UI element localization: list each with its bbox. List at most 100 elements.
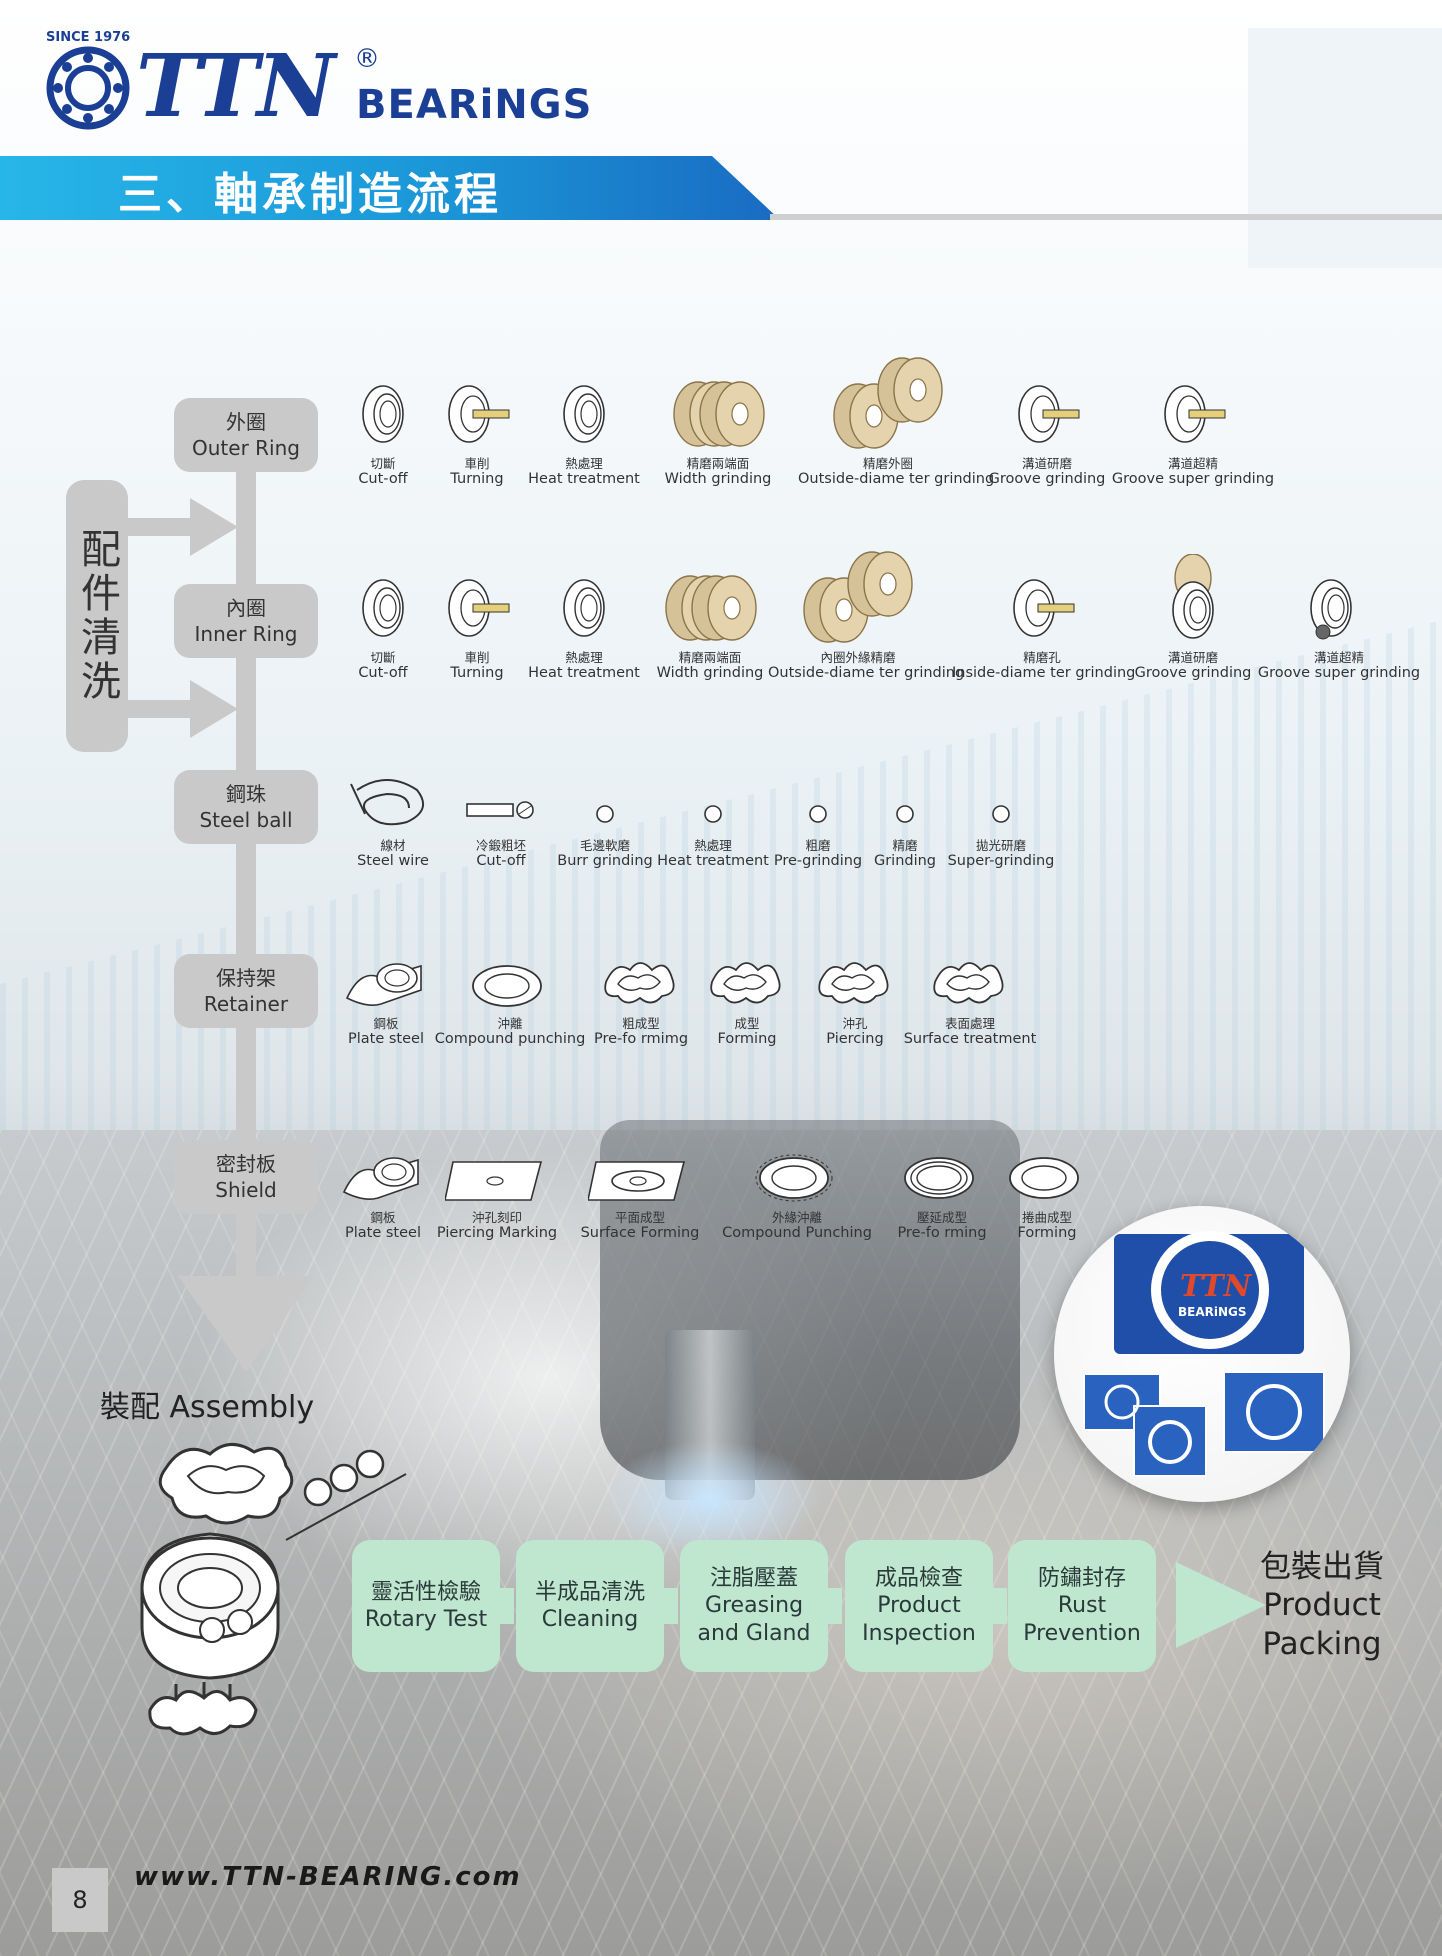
- category-inner-ring: 內圈 Inner Ring: [174, 584, 318, 658]
- shield-step-forming: 捲曲成型 Forming: [957, 1124, 1137, 1242]
- process-cn: 成品檢查: [874, 1565, 963, 1591]
- step-en: Width grinding: [656, 665, 764, 681]
- step-en: Surface Forming: [580, 1225, 700, 1241]
- step-cn: 溝道超精: [1167, 456, 1218, 471]
- step-en: Burr grinding: [557, 853, 653, 869]
- inner-step-cut-off: 切斷 Cut-off: [293, 564, 473, 682]
- step-cn: 車削: [464, 650, 490, 665]
- brand-logo: SINCE 1976 TTN ® BEARiNGS: [46, 30, 606, 137]
- assembly-label: 裝配 Assembly: [100, 1390, 315, 1425]
- category-en: Shield: [215, 1178, 277, 1202]
- page-number: 8: [52, 1868, 108, 1932]
- step-en: Piercing Marking: [436, 1225, 558, 1241]
- since-text: SINCE 1976: [46, 30, 131, 45]
- steel-ball-icon: [992, 805, 1010, 823]
- step-cn: 切斷: [370, 650, 396, 665]
- package-brand: TTN: [1180, 1269, 1253, 1304]
- step-cn: 溝道研磨: [1167, 650, 1218, 665]
- category-cn: 外圈: [226, 410, 266, 434]
- outer-step-groove-grinding: 溝道研磨 Groove grinding: [957, 370, 1137, 488]
- shield-step-compound-punching: 外緣沖離 Compound Punching: [707, 1124, 887, 1242]
- process-en: Rotary Test: [364, 1607, 488, 1632]
- step-cn: 鋼板: [373, 1016, 399, 1031]
- category-en: Retainer: [203, 992, 289, 1016]
- steel-ball-icon: [596, 805, 614, 823]
- shield-step-pre-forming: 壓延成型 Pre-fo rming: [852, 1124, 1032, 1242]
- step-en: Groove super grinding: [1111, 471, 1275, 487]
- grinding-stone-icon: [833, 357, 943, 449]
- parts-cleaning-label: 配件清洗: [66, 480, 128, 752]
- step-cn: 壓延成型: [916, 1210, 967, 1225]
- inner-step-heat-treatment: 熱處理 Heat treatment: [494, 564, 674, 682]
- step-en: Outside-diame ter grinding: [798, 471, 995, 487]
- section-title-bar: [0, 156, 780, 220]
- groove-tool-icon: [1310, 579, 1352, 640]
- category-en: Outer Ring: [192, 436, 300, 460]
- step-cn: 毛邊軟磨: [579, 838, 630, 853]
- shield-icon: [904, 1157, 974, 1199]
- step-cn: 內圈外緣精磨: [820, 650, 896, 665]
- step-en: Inside-diame ter grinding: [952, 665, 1136, 681]
- groove-tool-icon: [1164, 385, 1226, 443]
- grinding-stone-icon: [673, 381, 765, 447]
- step-en: Grinding: [873, 853, 937, 869]
- process-en: Greasing: [704, 1593, 804, 1619]
- outer-step-groove-super: 溝道超精 Groove super grinding: [1103, 370, 1283, 488]
- right-arrow-icon: [128, 680, 238, 738]
- retainer-step-plate-steel: 鋼板 Plate steel: [296, 930, 476, 1048]
- ball-step-steel-wire: 線材 Steel wire: [303, 752, 483, 870]
- retainer-step-compound-punching: 沖離 Compound punching: [420, 930, 600, 1048]
- step-cn: 粗成型: [622, 1016, 660, 1031]
- packing-cn: 包裝出貨: [1260, 1549, 1384, 1585]
- step-cn: 外緣沖離: [771, 1210, 822, 1225]
- process-cn: 注脂壓蓋: [709, 1565, 798, 1591]
- brand-name: TTN: [136, 36, 336, 137]
- step-en: Forming: [1017, 1225, 1077, 1241]
- step-cn: 捲曲成型: [1021, 1210, 1072, 1225]
- step-en: Surface treatment: [903, 1031, 1037, 1047]
- shield-step-surface-forming: 平面成型 Surface Forming: [550, 1124, 730, 1242]
- packing-en: Packing: [1262, 1625, 1382, 1662]
- outer-step-cut-off: 切斷 Cut-off: [293, 370, 473, 488]
- website-url: www.TTN-BEARING.com: [134, 1862, 522, 1892]
- step-en: Groove grinding: [1134, 665, 1252, 681]
- step-cn: 成型: [734, 1016, 760, 1031]
- right-arrow-icon: [128, 498, 238, 556]
- step-en: Heat treatment: [657, 853, 769, 869]
- step-cn: 粗磨: [805, 838, 831, 853]
- ring-icon: [563, 579, 605, 637]
- ball-step-heat-treatment: 熱處理 Heat treatment: [623, 752, 803, 870]
- grinding-stone-icon: [665, 575, 757, 641]
- step-en: Super-grinding: [947, 853, 1055, 869]
- retainer-icon: [933, 962, 1004, 1004]
- step-en: Pre-fo rming: [897, 1225, 987, 1241]
- inner-step-groove-super: 溝道超精 Groove super grinding: [1249, 564, 1429, 682]
- inner-step-od-grinding: 內圈外緣精磨 Outside-diame ter grinding: [768, 551, 964, 682]
- step-en: Heat treatment: [528, 665, 640, 681]
- inner-step-id-grinding: 精磨孔 Inside-diame ter grinding: [952, 564, 1136, 682]
- step-en: Cut-off: [358, 665, 408, 681]
- step-en: Compound Punching: [722, 1225, 872, 1241]
- step-en: Width grinding: [664, 471, 772, 487]
- process-rust-prevention: 防鏽封存 Rust Prevention: [1008, 1540, 1156, 1672]
- step-cn: 沖離: [497, 1016, 523, 1031]
- step-cn: 拋光研磨: [975, 838, 1026, 853]
- retainer-step-surface-treatment: 表面處理 Surface treatment: [880, 930, 1060, 1048]
- step-en: Groove grinding: [988, 471, 1106, 487]
- steel-ball-icon: [704, 805, 722, 823]
- process-connector: [664, 1588, 678, 1624]
- step-cn: 沖孔: [842, 1016, 868, 1031]
- step-cn: 精磨外圈: [862, 456, 913, 471]
- section-title: 三、軸承制造流程: [118, 169, 502, 220]
- process-en: Inspection: [862, 1620, 976, 1646]
- background-panel: [1248, 28, 1442, 268]
- process-cleaning: 半成品清洗 Cleaning: [516, 1540, 664, 1672]
- step-cn: 車削: [464, 456, 490, 471]
- process-en: Product: [877, 1593, 961, 1619]
- category-retainer: 保持架 Retainer: [174, 954, 318, 1028]
- process-connector: [993, 1588, 1007, 1624]
- step-en: Heat treatment: [528, 471, 640, 487]
- shield-step-piercing-marking: 沖孔刻印 Piercing Marking: [407, 1124, 587, 1242]
- groove-wheel-icon: [1172, 554, 1214, 639]
- steel-strip-icon: [346, 963, 422, 1006]
